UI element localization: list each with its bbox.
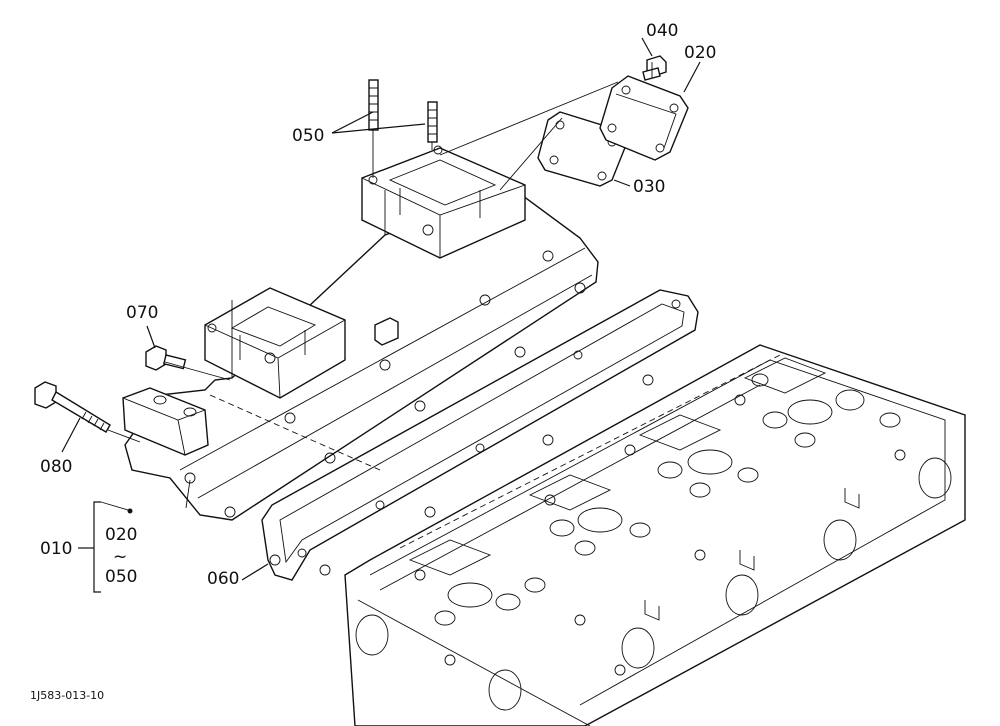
callout-010: 010 xyxy=(40,539,72,559)
callout-020-range-start: 020 xyxy=(105,525,137,545)
callout-range-tilde: ~ xyxy=(113,547,127,567)
cover-020 xyxy=(599,75,689,161)
bolt-040 xyxy=(642,55,667,81)
figure-code: 1J583-013-10 xyxy=(30,689,104,702)
callout-070: 070 xyxy=(126,303,158,323)
bolt-070 xyxy=(145,345,187,371)
callout-050-range-end: 050 xyxy=(105,567,137,587)
bolt-080 xyxy=(34,381,111,433)
callout-080: 080 xyxy=(40,457,72,477)
assembly-lines xyxy=(107,62,653,471)
cylinder-head xyxy=(344,344,966,726)
callout-030: 030 xyxy=(633,177,665,197)
manifold-010 xyxy=(122,145,599,521)
callout-040: 040 xyxy=(646,21,678,41)
callout-020: 020 xyxy=(684,43,716,63)
callout-050: 050 xyxy=(292,126,324,146)
gasket-060 xyxy=(261,289,699,581)
leader-lines xyxy=(61,37,701,593)
callout-labels: 010 020 020 ~ 050 030 040 050 060 070 08… xyxy=(30,21,716,702)
callout-060: 060 xyxy=(207,569,239,589)
studs-050 xyxy=(368,79,438,178)
